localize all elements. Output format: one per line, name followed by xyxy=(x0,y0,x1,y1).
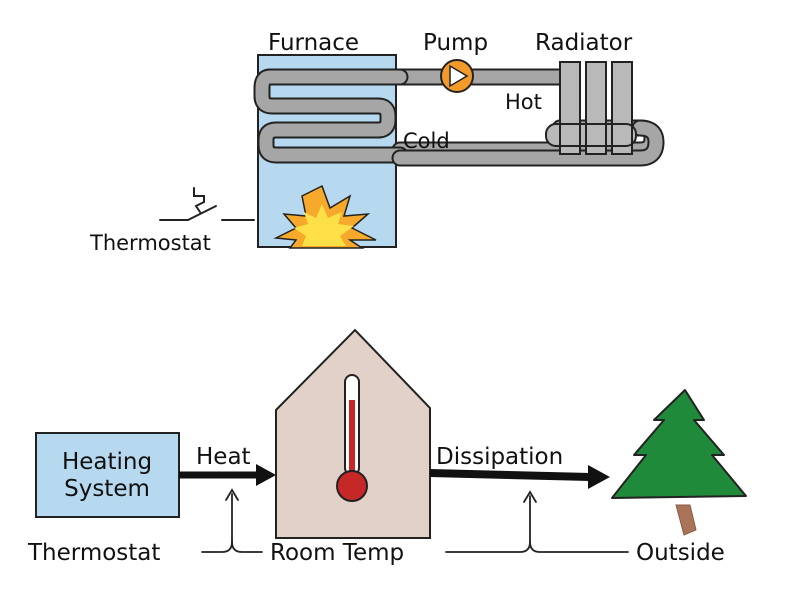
radiator-label: Radiator xyxy=(535,30,633,56)
pump-icon xyxy=(440,59,474,93)
heat-arrow xyxy=(179,464,276,486)
tree-icon xyxy=(611,389,747,536)
dissipation-label: Dissipation xyxy=(436,444,563,470)
heating-system-box xyxy=(35,432,180,518)
block-diagram: Heating System Heat Dissipation xyxy=(27,328,747,566)
room-temp-label: Room Temp xyxy=(270,540,404,566)
heating-system-label-line2: System xyxy=(64,476,150,502)
cold-label: Cold xyxy=(403,129,450,153)
heat-label: Heat xyxy=(196,444,251,470)
pipe-loop xyxy=(253,68,665,167)
furnace-loop-diagram: Furnace Pump Radiator Hot Cold Thermosta… xyxy=(89,30,665,255)
thermostat-switch-icon xyxy=(159,187,255,221)
thermostat-label-top: Thermostat xyxy=(89,231,211,255)
hot-label: Hot xyxy=(505,90,542,114)
heating-system-label-line1: Heating xyxy=(62,449,152,475)
outside-label: Outside xyxy=(636,540,725,566)
thermometer-icon xyxy=(336,374,368,502)
thermostat-label-bottom: Thermostat xyxy=(27,540,160,566)
flame-icon xyxy=(273,184,377,249)
furnace-label: Furnace xyxy=(268,30,359,56)
signal-lines xyxy=(201,488,629,553)
pump-label: Pump xyxy=(423,30,488,56)
dissipation-arrow xyxy=(429,465,610,489)
radiator xyxy=(545,61,637,155)
